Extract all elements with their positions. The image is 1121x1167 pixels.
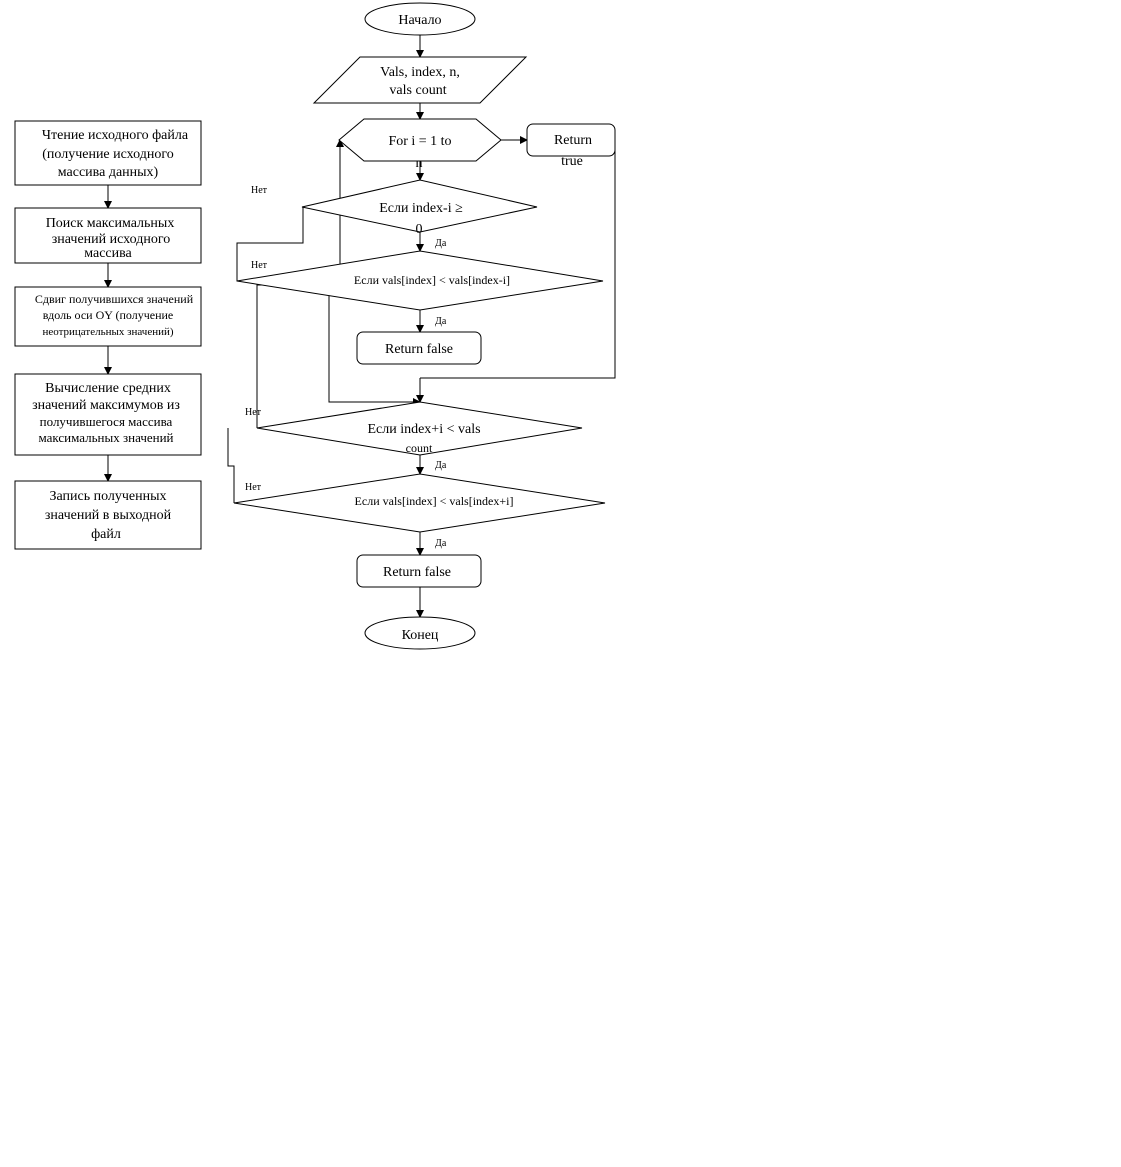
condition-vals-index-plus-i <box>233 473 606 533</box>
input-label-line-2: vals count <box>389 83 446 98</box>
step-compute-averages-box <box>14 373 202 456</box>
step-find-max-line-3: массива <box>84 246 132 261</box>
input-label-line-1: Vals, index, n, <box>380 65 460 80</box>
step-read-file-line-2: (получение исходного <box>42 147 174 162</box>
start-label: Начало <box>398 13 441 28</box>
step-find-max-line-1: Поиск максимальных <box>46 216 175 231</box>
condition-index-minus-i <box>301 179 538 233</box>
condition-index-minus-i-line-1: Если index-i ≥ <box>379 201 463 216</box>
condition-vals-index-minus-i-label: Если vals[index] < vals[index-i] <box>354 273 510 287</box>
step-shift-values-line-1: Сдвиг получившихся значений <box>35 292 194 306</box>
return-true-line-2: true <box>561 154 583 169</box>
loop-label-line-2: n <box>416 156 423 171</box>
step-shift-values-line-2: вдоль оси OY (получение <box>43 308 174 322</box>
condition-vals-index-minus-i <box>236 250 604 311</box>
step-write-output-box <box>14 480 202 550</box>
label-no-2: Нет <box>251 260 268 271</box>
return-false-2-box <box>356 554 482 588</box>
label-no-3: Нет <box>245 407 262 418</box>
return-false-1-box <box>356 331 482 365</box>
step-compute-averages-line-1: Вычисление средних <box>45 381 171 396</box>
condition-index-plus-i-line-2: count <box>406 441 433 455</box>
step-write-output-line-1: Запись полученных <box>49 489 166 504</box>
return-false-1-label: Return false <box>385 342 453 357</box>
left-flowchart: Чтение исходного файла (получение исходн… <box>14 120 202 550</box>
connector-return-true-to-spine <box>420 140 616 379</box>
step-find-max-box <box>14 207 202 264</box>
end-terminal <box>364 616 476 650</box>
label-yes-3: Да <box>435 460 447 471</box>
connector-cond3-no <box>227 428 235 503</box>
step-write-output-line-3: файл <box>91 527 121 542</box>
step-shift-values-box <box>14 286 202 347</box>
step-compute-averages-line-2: значений максимумов из <box>32 398 180 413</box>
label-yes-2: Да <box>435 316 447 327</box>
step-read-file-box <box>14 120 202 186</box>
input-parallelogram <box>312 56 528 104</box>
condition-index-plus-i-line-1: Если index+i < vals <box>367 422 480 437</box>
step-read-file-line-1: Чтение исходного файла <box>42 128 189 143</box>
return-true-line-1: Return <box>554 133 592 148</box>
start-terminal <box>364 2 476 36</box>
label-yes-4: Да <box>435 538 447 549</box>
label-yes-1: Да <box>435 238 447 249</box>
step-read-file-line-3: массива данных) <box>58 165 159 180</box>
return-false-2-label: Return false <box>383 565 451 580</box>
label-no-1: Нет <box>251 185 268 196</box>
condition-vals-index-plus-i-label: Если vals[index] < vals[index+i] <box>355 494 514 508</box>
end-label: Конец <box>402 628 439 643</box>
step-find-max-line-2: значений исходного <box>52 232 171 247</box>
step-compute-averages-line-4: максимальных значений <box>38 430 173 445</box>
connector-cond1-no <box>236 207 304 428</box>
condition-index-minus-i-line-2: 0 <box>416 222 423 237</box>
right-flowchart: Начало Vals, index, n, vals count For i … <box>227 2 616 650</box>
loop-hexagon <box>338 118 502 162</box>
return-true-box <box>526 123 616 157</box>
loop-label-line-1: For i = 1 to <box>388 134 451 149</box>
condition-index-plus-i <box>256 401 583 456</box>
step-write-output-line-2: значений в выходной <box>45 508 172 523</box>
step-compute-averages-line-3: получившегося массива <box>40 414 173 429</box>
label-no-4: Нет <box>245 482 262 493</box>
step-shift-values-line-3: неотрицательных значений) <box>42 326 173 338</box>
